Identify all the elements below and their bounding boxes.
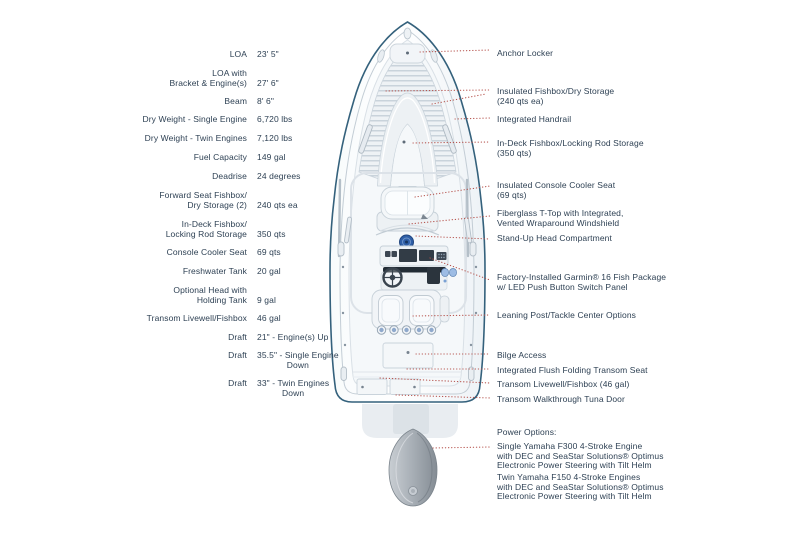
spec-label: Optional Head with Holding Tank [173,285,247,305]
spec-label: In-Deck Fishbox/ Locking Rod Storage [165,219,247,239]
callout-bilge-access: Bilge Access [497,350,547,360]
spec-value: 240 qts ea [257,200,298,210]
callout-console-cooler-seat: Insulated Console Cooler Seat (69 qts) [497,180,616,200]
helm-console [379,245,457,291]
spec-label: Forward Seat Fishbox/ Dry Storage (2) [159,190,247,210]
spec-label: Beam [224,96,247,106]
switch-panel [436,252,447,260]
spec-label: Deadrise [212,171,247,181]
callout-transom-livewell: Transom Livewell/Fishbox (46 gal) [497,379,630,389]
spec-row-console-cooler-seat: Console Cooler Seat 69 qts [110,247,281,257]
spec-value: 6,720 lbs [257,114,293,124]
anchor-locker-hatch [389,27,426,64]
spec-row-freshwater-tank: Freshwater Tank 20 gal [110,266,281,276]
spec-row-deadrise: Deadrise 24 degrees [110,171,301,181]
callout-integrated-handrail: Integrated Handrail [497,114,572,124]
spec-value: 33" - Twin Engines Down [257,378,330,398]
spec-row-optional-head: Optional Head with Holding Tank 9 gal [110,285,276,305]
spec-label: Draft [228,350,247,360]
callout-folding-transom-seat: Integrated Flush Folding Transom Seat [497,365,648,375]
power-option-single-engine: Single Yamaha F300 4-Stroke Engine with … [497,441,664,470]
bow-cleats [377,49,438,63]
gunwale-rod-holders [337,216,477,381]
garmin-display [419,250,434,261]
bilge-access-hatch [382,342,434,369]
callout-leaning-post: Leaning Post/Tackle Center Options [497,310,637,320]
spec-label: Draft [228,332,247,342]
spec-value: 35.5" - Single Engine Down [257,350,339,370]
garmin-display [399,249,417,262]
spec-row-dry-weight-twin: Dry Weight - Twin Engines 7,120 lbs [110,133,293,143]
outboard-engine-icon [388,428,438,507]
spec-value: 149 gal [257,152,286,162]
spec-row-draft-twin-down: Draft 33" - Twin Engines Down [110,378,329,398]
rocket-launcher-rod-holders [376,325,437,335]
power-options-title: Power Options: [497,427,557,437]
spec-value: 8' 6" [257,96,274,106]
spec-row-dry-weight-single: Dry Weight - Single Engine 6,720 lbs [110,114,293,124]
spec-value: 7,120 lbs [257,133,293,143]
spec-value: 20 gal [257,266,281,276]
callout-tuna-door: Transom Walkthrough Tuna Door [497,394,625,404]
throttle [427,267,440,284]
spec-row-draft-up: Draft 21" - Engine(s) Up [110,332,328,342]
callout-garmin-fish-package: Factory-Installed Garmin® 16 Fish Packag… [497,272,667,292]
power-option-twin-engines: Twin Yamaha F150 4-Stroke Engines with D… [497,472,664,501]
spec-label: LOA [229,49,247,59]
spec-label: LOA with Bracket & Engine(s) [169,68,247,88]
spec-value: 350 qts [257,229,286,239]
head-compartment [399,234,414,250]
deck-fasteners [341,265,478,347]
spec-label: Fuel Capacity [193,152,247,162]
spec-label: Dry Weight - Single Engine [142,114,247,124]
transom-livewell-hatches [356,378,421,395]
in-deck-fishbox-latch [402,140,406,144]
spec-value: 69 qts [257,247,281,257]
spec-row-forward-seat-fishbox: Forward Seat Fishbox/ Dry Storage (2) 240… [110,190,298,210]
console-cooler-seat [376,186,439,232]
callout-stand-up-head: Stand-Up Head Compartment [497,233,612,243]
leaning-post [371,289,450,330]
spec-row-transom-livewell: Transom Livewell/Fishbox 46 gal [110,313,281,323]
spec-label: Freshwater Tank [182,266,247,276]
leader-lines [379,49,491,449]
spec-row-loa: LOA 23' 5" [110,49,279,59]
center-casting-platform [377,92,438,187]
spec-label: Transom Livewell/Fishbox [146,313,247,323]
steering-wheel [382,267,403,288]
spec-row-beam: Beam 8' 6" [110,96,274,106]
spec-row-draft-single-down: Draft 35.5" - Single Engine Down [110,350,339,370]
spec-value: 9 gal [257,295,276,305]
transom-seat-lines [353,371,462,378]
spec-value: 23' 5" [257,49,279,59]
spec-value: 46 gal [257,313,281,323]
spec-row-indeck-fishbox: In-Deck Fishbox/ Locking Rod Storage 350 … [110,219,286,239]
spec-label: Console Cooler Seat [166,247,247,257]
spec-value: 24 degrees [257,171,301,181]
callout-anchor-locker: Anchor Locker [497,48,554,58]
swim-platform [362,404,458,438]
wraparound-windshield [375,224,440,236]
spec-label: Dry Weight - Twin Engines [144,133,247,143]
callout-indeck-fishbox: In-Deck Fishbox/Locking Rod Storage (350… [497,138,644,158]
spec-row-fuel-capacity: Fuel Capacity 149 gal [110,152,286,162]
callout-insulated-fishbox: Insulated Fishbox/Dry Storage (240 qts e… [497,86,615,106]
spec-label: Draft [228,378,247,388]
spec-value: 21" - Engine(s) Up [257,332,329,342]
callout-fiberglass-t-top: Fiberglass T-Top with Integrated, Vented… [497,208,624,228]
spec-value: 27' 6" [257,78,279,88]
bow-handrails [358,124,457,154]
spec-row-loa-with-bracket: LOA with Bracket & Engine(s) 27' 6" [110,68,279,88]
